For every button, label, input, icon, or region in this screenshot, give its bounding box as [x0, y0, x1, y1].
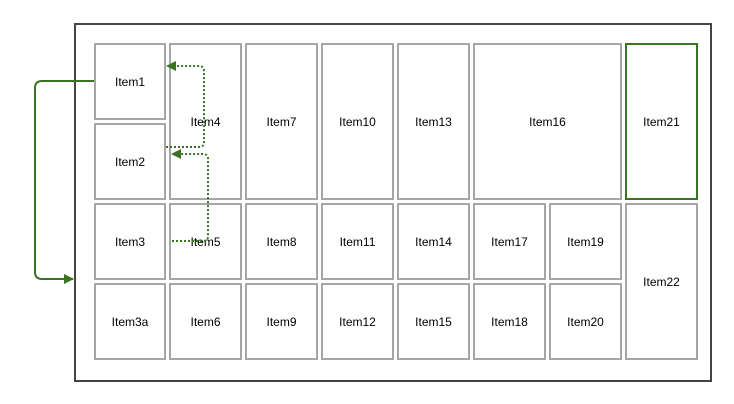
- grid-item-2[interactable]: Item2: [94, 123, 166, 200]
- grid-item-9[interactable]: Item9: [245, 283, 318, 360]
- grid-item-20[interactable]: Item20: [549, 283, 622, 360]
- grid-item-3a[interactable]: Item3a: [94, 283, 166, 360]
- grid-item-4[interactable]: Item4: [169, 43, 242, 200]
- grid-item-10[interactable]: Item10: [321, 43, 394, 200]
- grid-item-5[interactable]: Item5: [169, 203, 242, 280]
- grid-item-22[interactable]: Item22: [625, 203, 698, 360]
- grid-item-12[interactable]: Item12: [321, 283, 394, 360]
- grid-item-11[interactable]: Item11: [321, 203, 394, 280]
- grid-item-8[interactable]: Item8: [245, 203, 318, 280]
- grid-item-17[interactable]: Item17: [473, 203, 546, 280]
- grid-item-21[interactable]: Item21: [625, 43, 698, 200]
- grid-item-1[interactable]: Item1: [94, 43, 166, 120]
- grid-item-19[interactable]: Item19: [549, 203, 622, 280]
- grid-item-3[interactable]: Item3: [94, 203, 166, 280]
- grid-item-6[interactable]: Item6: [169, 283, 242, 360]
- grid-item-14[interactable]: Item14: [397, 203, 470, 280]
- grid-item-18[interactable]: Item18: [473, 283, 546, 360]
- grid-item-16[interactable]: Item16: [473, 43, 622, 200]
- grid-item-7[interactable]: Item7: [245, 43, 318, 200]
- grid-item-15[interactable]: Item15: [397, 283, 470, 360]
- grid-item-13[interactable]: Item13: [397, 43, 470, 200]
